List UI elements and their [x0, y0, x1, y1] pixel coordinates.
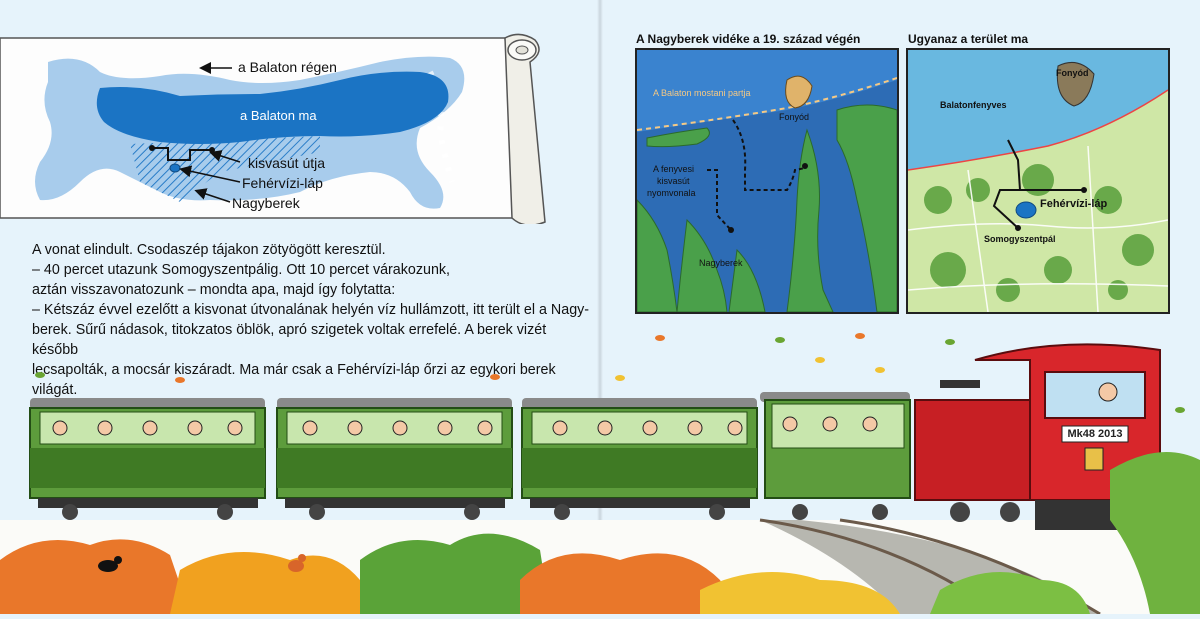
story-line: berek. Sűrű nádasok, titokzatos öblök, a…	[32, 322, 547, 358]
old-map-nagyberek-label: Nagyberek	[699, 258, 743, 268]
label-balaton-ma: a Balaton ma	[240, 108, 317, 123]
new-map-fehervizi-label: Fehérvízi-láp	[1040, 198, 1108, 210]
locomotive-plate: Mk48 2013	[1067, 428, 1123, 440]
new-map-somogyszentpal-label: Somogyszentpál	[984, 234, 1056, 244]
wagon-2	[276, 398, 513, 520]
wagon-3	[521, 398, 758, 520]
old-map-title: A Nagyberek vidéke a 19. század végén	[636, 32, 861, 46]
story-text: A vonat elindult. Csodaszép tájakon zöty…	[32, 240, 592, 400]
label-nagyberek: Nagyberek	[232, 195, 300, 211]
present-balaton-shape	[96, 71, 449, 144]
new-map-panel: Fonyód Balatonfenyves Fehérvízi-láp Somo…	[906, 48, 1170, 314]
new-map-fonyod-label: Fonyód	[1056, 68, 1089, 78]
new-map-illustration	[908, 50, 1168, 312]
bushes	[0, 452, 1200, 614]
label-fehervizi-lap: Fehérvízi-láp	[242, 175, 323, 191]
story-line: aztán visszavonatozunk – mondta apa, maj…	[32, 282, 396, 298]
new-map-balatonfenyves-label: Balatonfenyves	[940, 100, 1007, 110]
bird-icon	[98, 556, 122, 572]
old-map-panel: A Balaton mostani partja Fonyód A fenyve…	[635, 48, 899, 314]
train-scene	[0, 330, 1200, 616]
label-kisvasut-utja: kisvasút útja	[248, 155, 326, 171]
scroll-roll	[504, 33, 546, 226]
label-balaton-regen: a Balaton régen	[238, 59, 337, 75]
story-line: – Kétszáz évvel ezelőtt a kisvonat útvon…	[32, 302, 590, 318]
story-line: lecsapolták, a mocsár kiszáradt. Ma már …	[32, 362, 556, 398]
coat-of-arms-icon	[1084, 447, 1104, 471]
old-map-trackline-label-2: kisvasút	[657, 176, 690, 186]
page-fold	[597, 0, 603, 614]
squirrel-icon	[288, 554, 306, 572]
old-map-fonyod-label: Fonyód	[779, 112, 810, 122]
scroll-map: a Balaton régen a Balaton ma kisvasút út…	[0, 32, 560, 226]
new-map-title: Ugyanaz a terület ma	[908, 32, 1029, 46]
old-map-trackline-label-3: nyomvonala	[647, 188, 696, 198]
scroll-illustration	[0, 33, 546, 226]
story-line: A vonat elindult. Csodaszép tájakon zöty…	[32, 242, 386, 258]
passenger-icon	[52, 416, 878, 436]
leaf-icon	[35, 333, 1185, 413]
train-scene-illustration	[0, 333, 1200, 616]
railway-route-line	[152, 147, 212, 161]
old-map-trackline-label-1: A fenyvesi	[653, 164, 695, 174]
open-wagon	[760, 392, 911, 520]
story-line: – 40 percet utazunk Somogyszentpálig. Ot…	[32, 262, 451, 278]
wagon-1	[29, 398, 266, 520]
old-map-shore-label: A Balaton mostani partja	[653, 88, 751, 98]
locomotive	[914, 343, 1161, 530]
old-map-illustration	[637, 50, 897, 312]
